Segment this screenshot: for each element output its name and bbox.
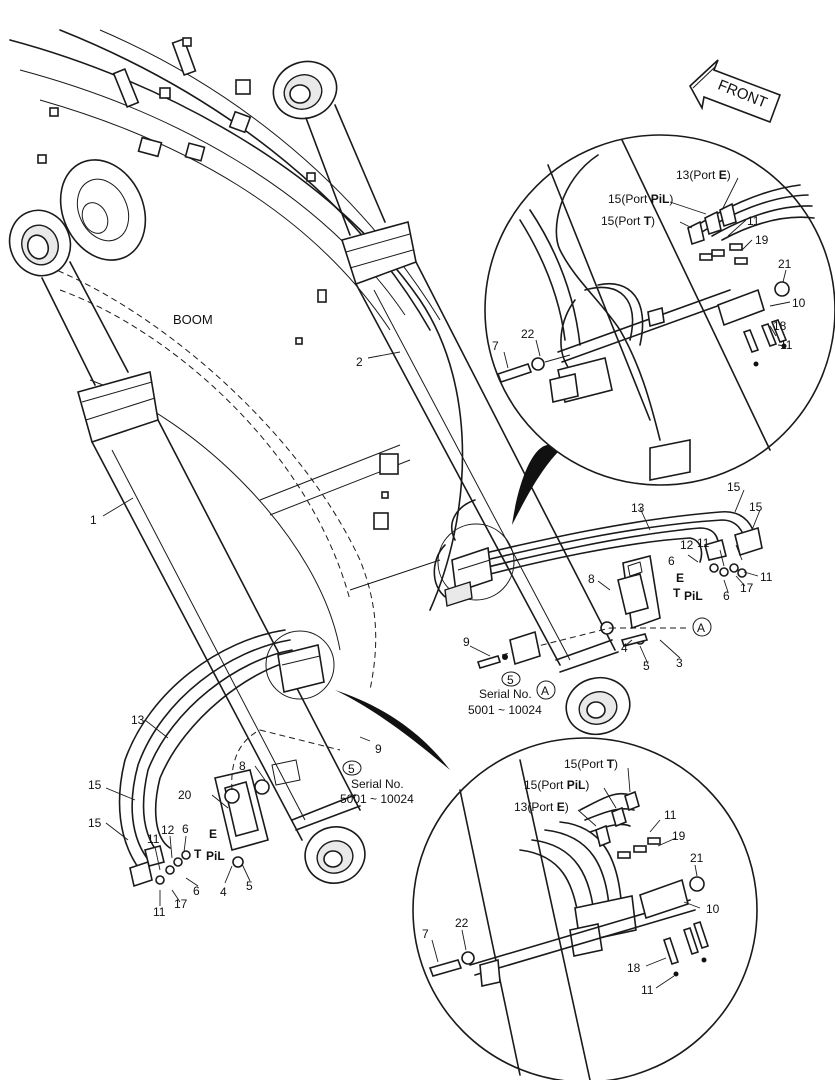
ref-a-1: A <box>697 621 705 635</box>
leader-lines <box>102 177 791 989</box>
ref-a-circle-2 <box>536 680 556 700</box>
ref-a-2: A <box>541 684 549 698</box>
detail-top-port-t-label: 15(Port T) <box>601 214 655 228</box>
callout-11-db1: 11 <box>664 808 677 822</box>
callout-13-left: 13 <box>131 713 145 727</box>
callout-15-l2: 15 <box>88 816 102 830</box>
callout-2: 2 <box>356 355 363 369</box>
detail-top-port-pil-label: 15(Port PiL) <box>608 192 673 206</box>
callout-4-right: 4 <box>621 641 628 655</box>
boom-structure <box>9 29 464 691</box>
callout-11-r1: 11 <box>697 536 710 550</box>
ref-a-circle-1 <box>692 617 712 637</box>
callout-5-circle-left: 5 <box>348 762 355 776</box>
valve-right-port-t: T <box>673 586 681 600</box>
callout-11-l1: 11 <box>147 832 160 846</box>
valve-right-port-e: E <box>676 571 684 585</box>
callout-20: 20 <box>178 788 192 802</box>
callout-21-top: 21 <box>778 257 792 271</box>
callout-7-bottom: 7 <box>422 927 429 941</box>
callout-18-top: 18 <box>773 319 787 333</box>
front-direction-arrow: FRONT <box>688 59 782 124</box>
callout-12-left: 12 <box>161 823 175 837</box>
callout-11-dt2: 11 <box>780 338 793 352</box>
serial-note-right-line1: Serial No. <box>479 687 532 701</box>
callout-5-left: 5 <box>246 879 253 893</box>
boom-cylinder-1 <box>8 209 366 884</box>
callout-17-left: 17 <box>174 897 188 911</box>
callout-6-r1: 6 <box>668 554 675 568</box>
hoses-left <box>118 629 296 888</box>
callouts-detail-top: 13(Port E) 15(Port PiL) 15(Port T) 11 19… <box>492 168 806 353</box>
callout-13-right: 13 <box>631 501 645 515</box>
callout-15-r1: 15 <box>727 480 741 494</box>
callout-3: 3 <box>676 656 683 670</box>
callout-11-r2: 11 <box>760 570 773 584</box>
callout-6-r2: 6 <box>723 589 730 603</box>
mount-bracket-right <box>476 630 649 669</box>
callout-1: 1 <box>90 513 97 527</box>
callout-8-left: 8 <box>239 759 246 773</box>
callout-15-l1: 15 <box>88 778 102 792</box>
hoses-right <box>433 499 763 601</box>
callout-5-circle-right-ring <box>501 671 521 687</box>
valve-left-port-t: T <box>194 847 202 861</box>
detail-bottom-port-e-label: 13(Port E) <box>514 800 569 814</box>
callouts-detail-bottom: 15(Port T) 15(Port PiL) 13(Port E) 11 19… <box>422 757 720 997</box>
valve-left-port-pil: PiL <box>206 849 225 863</box>
callout-10-bottom: 10 <box>706 902 720 916</box>
callout-22-top: 22 <box>521 327 535 341</box>
callout-11-dt1: 11 <box>747 214 760 228</box>
callout-9-left: 9 <box>375 742 382 756</box>
callout-19-top: 19 <box>755 233 769 247</box>
callout-4-left: 4 <box>220 885 227 899</box>
callout-7-top: 7 <box>492 339 499 353</box>
serial-note-left-line2: 5001 ~ 10024 <box>340 792 414 806</box>
callout-5-circle-left-ring <box>342 760 362 776</box>
valve-right-port-pil: PiL <box>684 589 703 603</box>
callout-9-right: 9 <box>463 635 470 649</box>
valve-20 <box>214 729 341 868</box>
callout-5-circle-right: 5 <box>507 673 514 687</box>
callout-15-r2: 15 <box>749 500 763 514</box>
detail-top-port-e-label: 13(Port E) <box>676 168 731 182</box>
callout-18-bottom: 18 <box>627 961 641 975</box>
callout-5-right: 5 <box>643 659 650 673</box>
callout-17-right: 17 <box>740 581 754 595</box>
detail-bottom-port-t-label: 15(Port T) <box>564 757 618 771</box>
serial-note-right-line2: 5001 ~ 10024 <box>468 703 542 717</box>
callout-6-l2: 6 <box>193 884 200 898</box>
callouts-main: 1 2 13 13 15 15 15 15 12 11 6 11 17 6 E … <box>88 355 773 919</box>
valve-left-port-e: E <box>209 827 217 841</box>
callout-21-bottom: 21 <box>690 851 704 865</box>
callout-22-bottom: 22 <box>455 916 469 930</box>
callout-19-bottom: 19 <box>672 829 686 843</box>
detail-bottom-port-pil-label: 15(Port PiL) <box>524 778 589 792</box>
detail-origin-right <box>437 444 560 607</box>
detail-origin-left <box>265 630 450 770</box>
callout-10-top: 10 <box>792 296 806 310</box>
callout-8-right: 8 <box>588 572 595 586</box>
callout-11-l2: 11 <box>153 905 166 919</box>
boom-label: BOOM <box>173 312 213 327</box>
callout-11-db2: 11 <box>641 983 654 997</box>
serial-note-left-line1: Serial No. <box>351 777 404 791</box>
detail-view-bottom <box>412 737 758 1080</box>
boom-cylinder-2 <box>272 60 631 736</box>
detail-view-top <box>484 134 835 486</box>
callout-6-l1: 6 <box>182 822 189 836</box>
callout-12-right: 12 <box>680 538 694 552</box>
